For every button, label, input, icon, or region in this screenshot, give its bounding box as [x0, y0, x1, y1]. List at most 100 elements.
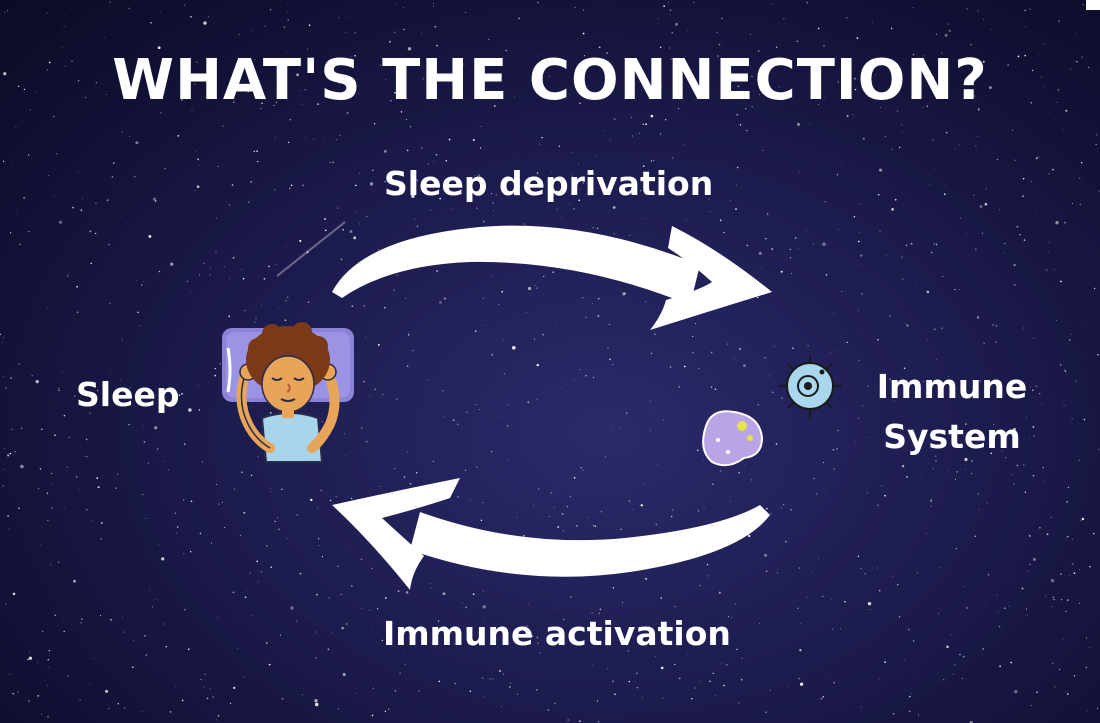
star: [697, 449, 699, 452]
star: [498, 303, 500, 305]
star: [64, 66, 66, 67]
star: [959, 653, 961, 656]
star: [1024, 9, 1026, 12]
star: [736, 166, 739, 169]
star: [674, 606, 676, 608]
star: [927, 175, 929, 176]
star: [1041, 404, 1042, 406]
star: [550, 639, 552, 641]
star: [72, 206, 74, 209]
star: [232, 591, 235, 594]
star: [196, 185, 200, 189]
star: [976, 316, 980, 319]
star: [556, 190, 558, 192]
star: [327, 648, 330, 651]
star: [370, 625, 372, 627]
star: [207, 100, 209, 102]
star: [508, 460, 510, 462]
star: [1060, 573, 1062, 575]
star: [457, 496, 459, 498]
star: [229, 702, 232, 705]
star: [1073, 572, 1076, 574]
star: [18, 507, 20, 510]
star: [659, 46, 662, 49]
star: [938, 613, 940, 614]
star: [361, 427, 363, 429]
star: [290, 606, 294, 610]
star: [583, 55, 585, 57]
star: [628, 500, 631, 502]
star: [1081, 56, 1083, 58]
star: [382, 393, 384, 396]
star: [680, 621, 682, 623]
star: [683, 365, 686, 368]
star: [74, 395, 76, 397]
star: [935, 243, 938, 246]
star: [818, 557, 820, 559]
star: [622, 292, 626, 296]
star: [865, 436, 867, 438]
star: [493, 105, 496, 107]
star: [1038, 156, 1040, 158]
star: [416, 472, 418, 474]
star: [856, 37, 859, 39]
star: [848, 593, 850, 595]
star: [502, 673, 504, 675]
star: [706, 563, 709, 566]
star: [63, 630, 65, 633]
star: [498, 417, 499, 419]
star: [1029, 563, 1031, 566]
star: [628, 680, 630, 683]
star: [541, 136, 543, 139]
star: [718, 591, 721, 594]
immune-cell-purple-icon: [702, 410, 764, 467]
star: [289, 119, 291, 121]
star: [894, 400, 895, 402]
star: [878, 590, 881, 592]
star: [825, 274, 828, 276]
star: [31, 375, 33, 377]
star: [206, 697, 209, 700]
star: [371, 714, 374, 717]
star: [987, 574, 990, 576]
star: [284, 319, 287, 322]
star: [1014, 159, 1016, 161]
star: [190, 16, 192, 18]
star: [699, 585, 701, 587]
star: [209, 274, 211, 276]
star: [765, 711, 767, 713]
star: [592, 376, 595, 379]
star: [247, 91, 249, 93]
star: [1082, 3, 1084, 6]
star: [321, 420, 323, 423]
star: [29, 109, 31, 111]
star: [629, 234, 631, 236]
star: [833, 468, 836, 470]
star: [9, 452, 12, 455]
star: [549, 57, 552, 60]
star: [836, 448, 838, 450]
star: [556, 208, 558, 210]
star: [435, 154, 438, 156]
star: [482, 502, 484, 504]
star: [1019, 234, 1021, 236]
star: [879, 106, 881, 108]
star: [537, 1, 539, 4]
star: [877, 193, 880, 196]
star: [404, 652, 405, 654]
star: [495, 194, 498, 196]
star: [597, 314, 600, 317]
star: [409, 482, 412, 485]
star: [388, 40, 391, 43]
star: [381, 54, 383, 56]
star: [406, 451, 408, 453]
star: [1032, 69, 1034, 72]
star: [854, 441, 856, 443]
star: [550, 491, 553, 494]
star: [602, 130, 604, 131]
star: [719, 470, 722, 472]
star: [51, 482, 53, 484]
star: [317, 103, 319, 105]
star: [912, 640, 915, 642]
star: [846, 341, 848, 344]
